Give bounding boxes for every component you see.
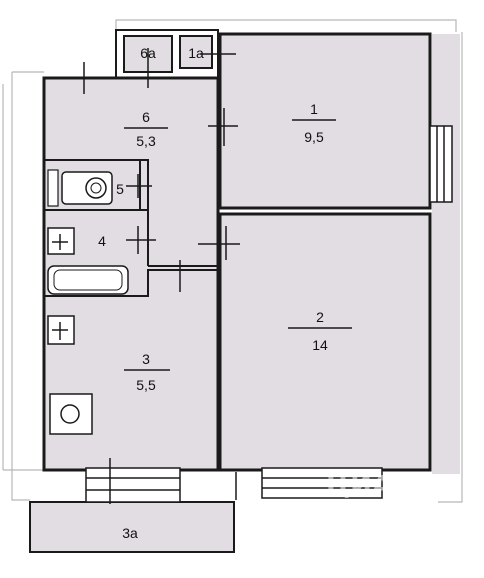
room-6-area: 5,3 (136, 133, 156, 149)
windows (85, 125, 453, 503)
fixtures (47, 169, 129, 435)
room-1-fill (220, 34, 430, 208)
room-3a-label: 3а (122, 525, 138, 541)
door-marks (74, 48, 240, 504)
room-fills (30, 34, 460, 552)
room-1-number: 1 (310, 101, 318, 117)
label-bars (124, 119, 352, 371)
watermark-id: ID 3251 ...06 (254, 510, 351, 528)
room-3a-fill (30, 502, 234, 552)
bathtub-icon (47, 265, 129, 295)
room-1-area: 9,5 (304, 129, 324, 145)
room-5-number: 5 (116, 181, 124, 197)
room-6a-label: 6а (140, 45, 156, 61)
room-2-number: 2 (316, 309, 324, 325)
sink-icon (47, 227, 75, 255)
watermark: ЦИАН ID 3251 ...06 (254, 471, 414, 528)
room-3-area: 5,5 (136, 377, 156, 393)
watermark-brand: ЦИАН (326, 471, 414, 501)
room-1a-label: 1а (188, 45, 204, 61)
outer-frame (2, 19, 463, 503)
room-labels: 1 9,5 2 14 3 5,5 4 5 6 5,3 1а 6а 3а (98, 45, 328, 541)
room-3-number: 3 (142, 351, 150, 367)
room-2-area: 14 (312, 337, 328, 353)
room-2-fill (220, 214, 430, 470)
room-1a-fill (180, 36, 212, 68)
room-4-number: 4 (98, 233, 106, 249)
right-strip-fill (432, 34, 460, 474)
room-6-number: 6 (142, 109, 150, 125)
